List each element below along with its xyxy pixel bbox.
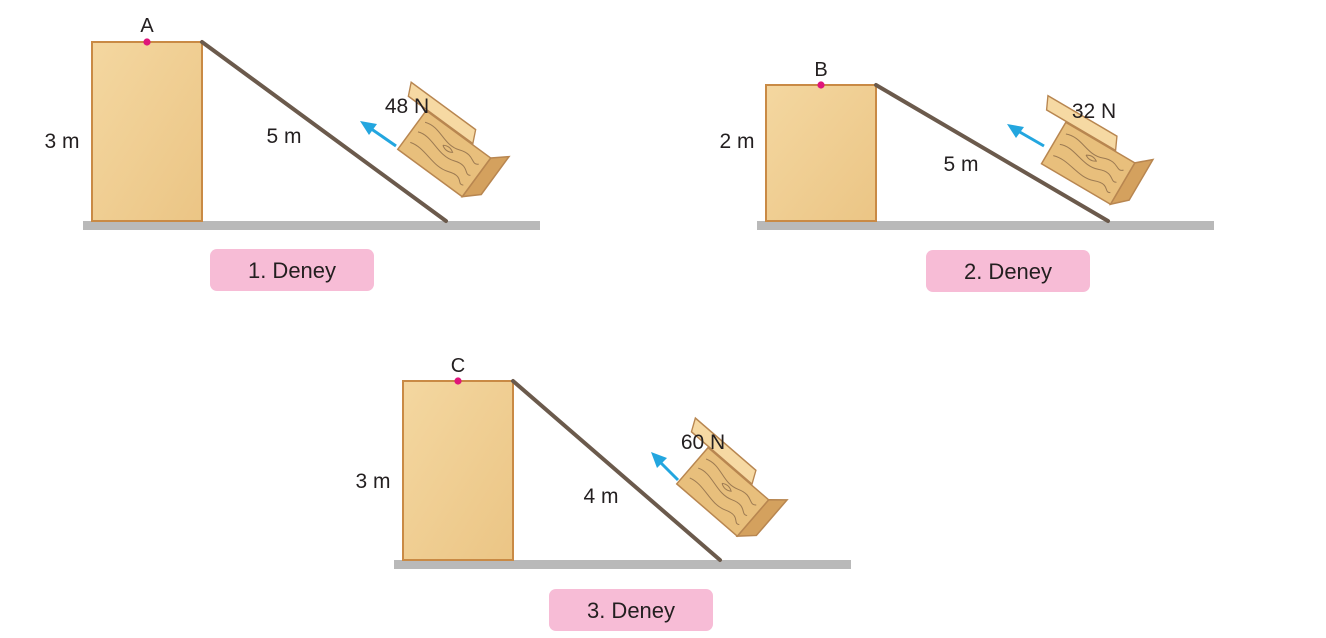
length-label-2: 5 m xyxy=(943,153,978,176)
ramp-3 xyxy=(511,379,722,562)
point-label-b: B xyxy=(814,59,827,81)
caption-1: 1. Deney xyxy=(248,258,336,283)
caption-3: 3. Deney xyxy=(587,598,675,623)
ground-2 xyxy=(757,221,1214,230)
experiment-2: B 2 m 5 m 32 N 2. Deney xyxy=(719,59,1214,292)
caption-box-2 xyxy=(926,250,1090,292)
support-block-3 xyxy=(402,380,514,561)
height-label-2: 2 m xyxy=(719,130,754,153)
caption-box-1 xyxy=(210,249,374,291)
ramp-1 xyxy=(200,40,448,223)
crate-2 xyxy=(1040,94,1155,206)
force-label-2: 32 N xyxy=(1072,100,1116,123)
length-label-3: 4 m xyxy=(583,485,618,508)
force-arrow-3 xyxy=(651,452,680,482)
experiment-1: A 3 m 5 m 48 N 1. Deney xyxy=(44,15,540,291)
height-label-1: 3 m xyxy=(44,130,79,153)
force-label-3: 60 N xyxy=(681,431,725,454)
caption-box-3 xyxy=(549,589,713,631)
force-label-1: 48 N xyxy=(385,95,429,118)
force-arrow-2 xyxy=(1007,124,1045,148)
crate-1 xyxy=(396,80,511,198)
caption-2: 2. Deney xyxy=(964,259,1052,284)
force-arrow-1 xyxy=(360,121,397,148)
support-block-2 xyxy=(765,84,877,222)
point-marker-c xyxy=(454,377,462,385)
point-marker-b xyxy=(817,81,825,89)
ground-1 xyxy=(83,221,540,230)
ground-3 xyxy=(394,560,851,569)
point-label-a: A xyxy=(140,15,154,37)
point-marker-a xyxy=(143,38,151,46)
height-label-3: 3 m xyxy=(355,470,390,493)
support-block-1 xyxy=(91,41,203,222)
experiment-3: C 3 m 4 m 60 N 3. Deney xyxy=(355,355,851,631)
point-label-c: C xyxy=(451,355,465,377)
crate-3 xyxy=(675,416,789,538)
ramp-2 xyxy=(874,83,1110,223)
length-label-1: 5 m xyxy=(266,125,301,148)
